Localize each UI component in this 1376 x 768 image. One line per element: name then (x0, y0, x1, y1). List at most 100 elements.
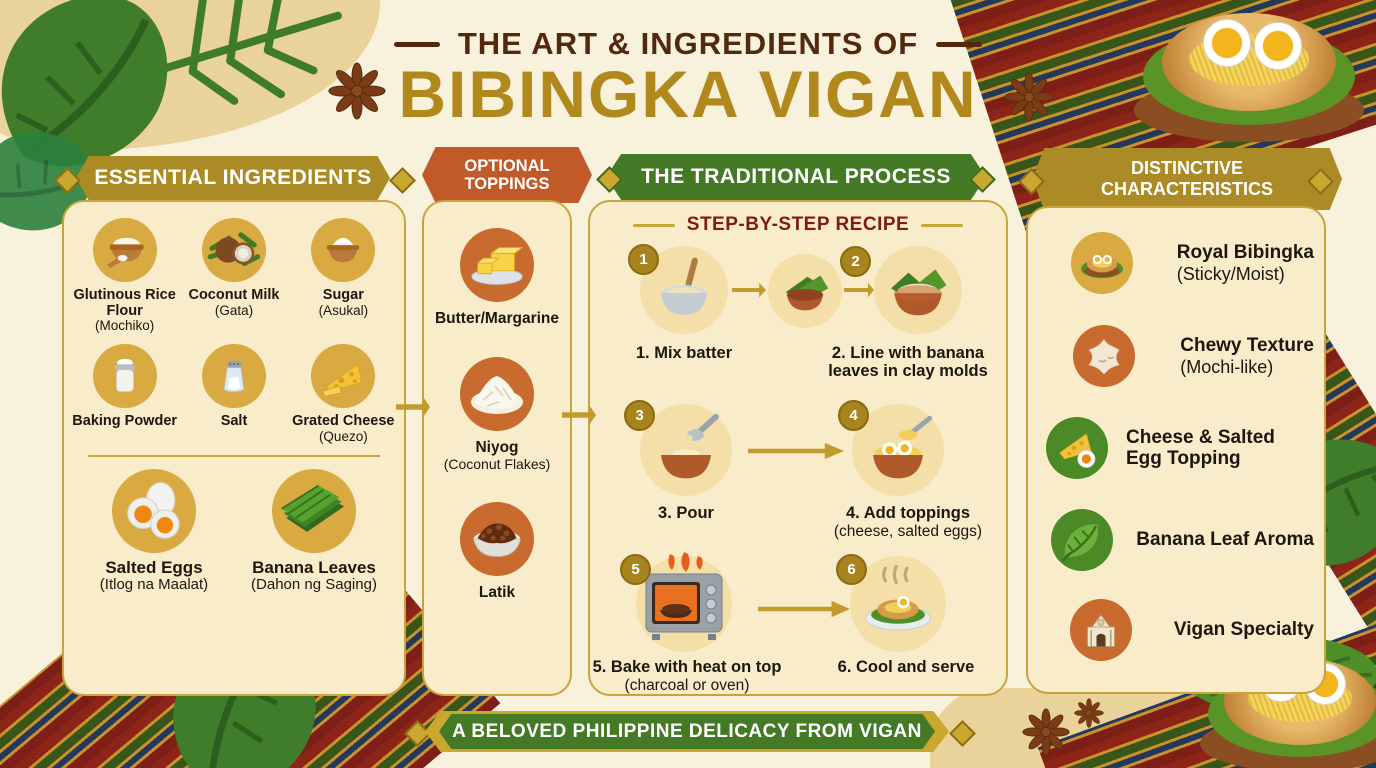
pour-batter-icon (640, 404, 732, 496)
title-kicker-row: THE ART & INGREDIENTS OF (0, 26, 1376, 62)
topping-native-name: (Coconut Flakes) (443, 456, 551, 473)
ingredient-name: Salt (220, 413, 248, 430)
ingredient-item: Grated Cheese (Quezo) (289, 344, 398, 445)
title-dash (393, 41, 440, 47)
topping-name: Niyog (475, 439, 519, 457)
header-label: THE TRADITIONAL PROCESS (641, 165, 951, 188)
ingredient-item: Glutinous Rice Flour (Mochiko) (70, 218, 179, 334)
characteristic-item: Vigan Specialty (1046, 599, 1314, 661)
footer-banner: A BELOVED PHILIPPINE DELICACY FROM VIGAN (425, 711, 949, 752)
ingredient-native-name: (Itlog na Maalat) (99, 576, 209, 594)
characteristic-name: Royal Bibingka (1176, 242, 1314, 264)
ingredient-name: Baking Powder (72, 413, 178, 430)
step-label: 3. Pour (658, 504, 714, 522)
step-number-badge: 6 (836, 554, 867, 585)
banana-leaves-icon (272, 468, 356, 553)
section-divider (88, 454, 380, 457)
cheese-wedge-icon (311, 344, 376, 409)
gold-dash (632, 223, 675, 227)
ingredient-grid: Glutinous Rice Flour (Mochiko) Coconut M… (64, 202, 404, 445)
step-label: 6. Cool and serve (837, 658, 975, 676)
step-by-step-subtitle-row: STEP-BY-STEP RECIPE (590, 214, 1006, 236)
diamond-accent (389, 167, 416, 194)
characteristic-name: Vigan Specialty (1173, 619, 1314, 641)
panel-connector-arrow (396, 396, 430, 418)
star-anise-icon (1022, 708, 1070, 756)
title-kicker: THE ART & INGREDIENTS OF (457, 26, 919, 61)
header-label: ESSENTIAL INGREDIENTS (94, 166, 372, 189)
salted-egg-slice (1253, 21, 1302, 70)
toppings-list: Butter/Margarine Niyog (Coconut Flakes) (424, 202, 570, 601)
characteristic-name: Banana Leaf Aroma (1136, 529, 1314, 551)
topping-item: Niyog (Coconut Flakes) (443, 357, 551, 473)
traditional-process-header: THE TRADITIONAL PROCESS (606, 154, 986, 200)
topping-name: Butter/Margarine (434, 310, 560, 327)
charcoal-oven-icon (636, 552, 732, 652)
step-caption: 3. Pour (602, 504, 770, 522)
header-label: OPTIONAL TOPPINGS (464, 156, 550, 193)
traditional-process-panel: STEP-BY-STEP RECIPE 1 2 (588, 200, 1008, 696)
characteristic-qualifier: (Sticky/Moist) (1176, 263, 1285, 284)
ingredient-item: Banana Leaves (Dahon ng Saging) (234, 468, 394, 594)
flow-arrow (844, 282, 874, 298)
add-toppings-icon (852, 404, 944, 496)
banana-leaf-icon (1051, 509, 1114, 571)
step-caption: 5. Bake with heat on top (charcoal or ov… (592, 658, 782, 695)
ingredient-name: Banana Leaves (252, 557, 376, 577)
step-caption: 4. Add toppings (cheese, salted eggs) (814, 504, 1002, 541)
step-caption: 1. Mix batter (600, 344, 768, 362)
mochi-texture-icon (1073, 325, 1136, 387)
step-caption: 2. Line with banana leaves in clay molds (816, 344, 1000, 381)
characteristic-item: Chewy Texture (Mochi-like) (1046, 325, 1314, 387)
flow-arrow (732, 282, 766, 298)
footer-banner-text: A BELOVED PHILIPPINE DELICACY FROM VIGAN (452, 720, 922, 742)
flow-arrow (758, 600, 850, 618)
ingredient-native-name: (Gata) (214, 302, 254, 318)
flow-arrow (748, 442, 844, 460)
vigan-church-icon (1069, 599, 1132, 661)
ingredient-native-name: (Asukal) (318, 302, 369, 318)
step-caption: 6. Cool and serve (820, 658, 992, 676)
ingredient-name: Sugar (322, 287, 364, 303)
distinctive-characteristics-panel: Royal Bibingka (Sticky/Moist) Chewy Text… (1026, 206, 1326, 694)
footer-banner-inner: A BELOVED PHILIPPINE DELICACY FROM VIGAN (439, 714, 935, 749)
step-label: 1. Mix batter (635, 344, 733, 362)
characteristic-item: Royal Bibingka (Sticky/Moist) (1046, 232, 1314, 294)
rice-flour-bowl-icon (92, 218, 157, 282)
characteristic-name: Chewy Texture (1180, 335, 1314, 357)
ingredient-item: Salted Eggs (Itlog na Maalat) (74, 468, 234, 594)
step-number-badge: 2 (840, 246, 871, 277)
gold-dash (921, 223, 964, 227)
characteristic-item: Banana Leaf Aroma (1046, 509, 1314, 571)
topping-name: Latik (478, 584, 516, 602)
ingredient-item: Coconut Milk (Gata) (179, 218, 288, 334)
essential-ingredients-panel: Glutinous Rice Flour (Mochiko) Coconut M… (62, 200, 406, 696)
ingredient-native-name: (Quezo) (318, 428, 368, 444)
ingredient-native-name: (Dahon ng Saging) (251, 576, 377, 594)
palm-leaf-top-left (144, 0, 342, 105)
step-number-badge: 5 (620, 554, 651, 585)
step-label: 2. Line with banana leaves in clay molds (828, 344, 988, 381)
step-number-badge: 4 (838, 400, 869, 431)
step-by-step-subtitle: STEP-BY-STEP RECIPE (686, 214, 910, 235)
characteristic-item: Cheese & Salted Egg Topping (1046, 417, 1314, 479)
baking-powder-jar-icon (92, 344, 157, 409)
topping-item: Latik (460, 502, 534, 601)
ingredient-item: Baking Powder (70, 344, 179, 445)
characteristic-name: Cheese & Salted Egg Topping (1126, 426, 1275, 469)
latik-bowl-icon (460, 502, 534, 577)
ingredient-name: Glutinous Rice Flour (73, 287, 176, 319)
ingredient-name: Salted Eggs (105, 557, 203, 577)
page-title: BIBINGKA VIGAN (398, 57, 978, 131)
step-number-badge: 3 (624, 400, 655, 431)
ingredient-item: Salt (179, 344, 288, 445)
characteristic-qualifier: (Mochi-like) (1180, 356, 1274, 377)
butter-plate-icon (460, 228, 534, 302)
step-label: 5. Bake with heat on top (592, 658, 782, 676)
royal-bibingka-icon (1071, 232, 1134, 294)
sugar-bowl-icon (311, 218, 376, 282)
salt-shaker-icon (201, 344, 266, 409)
header-label: DISTINCTIVE CHARACTERISTICS (1100, 158, 1273, 199)
panel-connector-arrow (562, 404, 596, 426)
coconut-flakes-icon (460, 357, 534, 432)
